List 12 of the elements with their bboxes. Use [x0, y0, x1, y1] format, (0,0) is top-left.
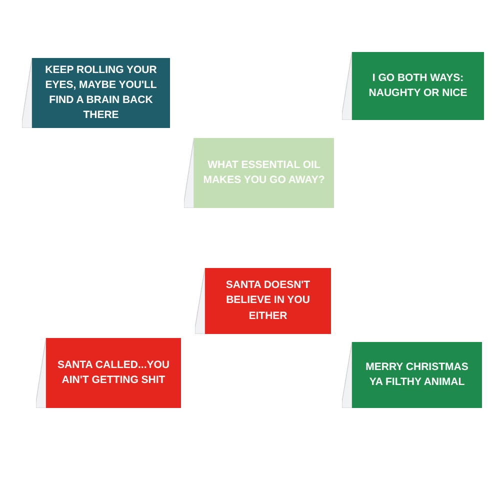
sign-text: WHAT ESSENTIAL OIL MAKES YOU GO AWAY?	[202, 158, 326, 188]
desk-sign	[342, 342, 482, 408]
sign-text: SANTA CALLED...YOU AIN'T GETTING SHIT	[56, 358, 170, 388]
desk-sign	[22, 58, 170, 128]
sign-text: MERRY CHRISTMAS YA FILTHY ANIMAL	[364, 360, 470, 390]
sign-text: SANTA DOESN'T BELIEVE IN YOU EITHER	[224, 278, 312, 324]
desk-sign	[342, 52, 484, 120]
desk-sign	[36, 338, 181, 408]
desk-sign	[195, 268, 331, 334]
sign-text: KEEP ROLLING YOUR EYES, MAYBE YOU'LL FIND A BRAIN BACK THERE	[44, 62, 158, 124]
desk-sign	[184, 138, 334, 208]
sign-text: I GO BOTH WAYS: NAUGHTY OR NICE	[368, 70, 468, 101]
